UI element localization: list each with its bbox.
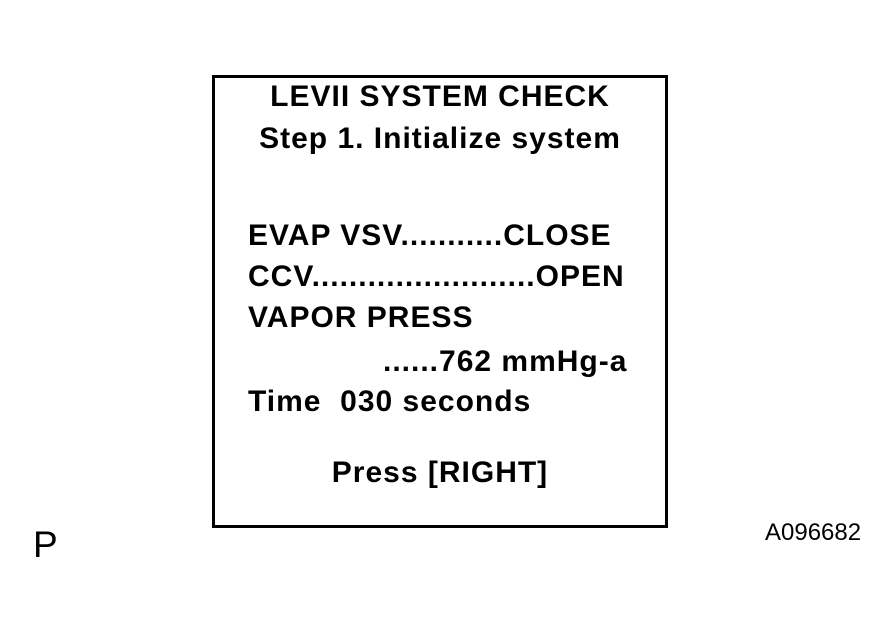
screen-step-label: Step 1. Initialize system (259, 122, 621, 155)
press-right-prompt: Press [RIGHT] (331, 456, 549, 489)
page-marker: P (33, 524, 58, 565)
tester-display-screen: LEVII SYSTEM CHECK Step 1. Initialize sy… (212, 75, 668, 528)
screen-title: LEVII SYSTEM CHECK (270, 80, 610, 113)
readout-vapor-press-label: VAPOR PRESS (248, 301, 474, 334)
figure-id: A096682 (765, 519, 862, 546)
readout-vapor-press-value: ......762 mmHg-a (383, 345, 628, 378)
readout-evap-vsv: EVAP VSV...........CLOSE (248, 219, 612, 252)
readout-time: Time 030 seconds (248, 385, 532, 418)
readout-ccv: CCV........................OPEN (248, 260, 625, 293)
